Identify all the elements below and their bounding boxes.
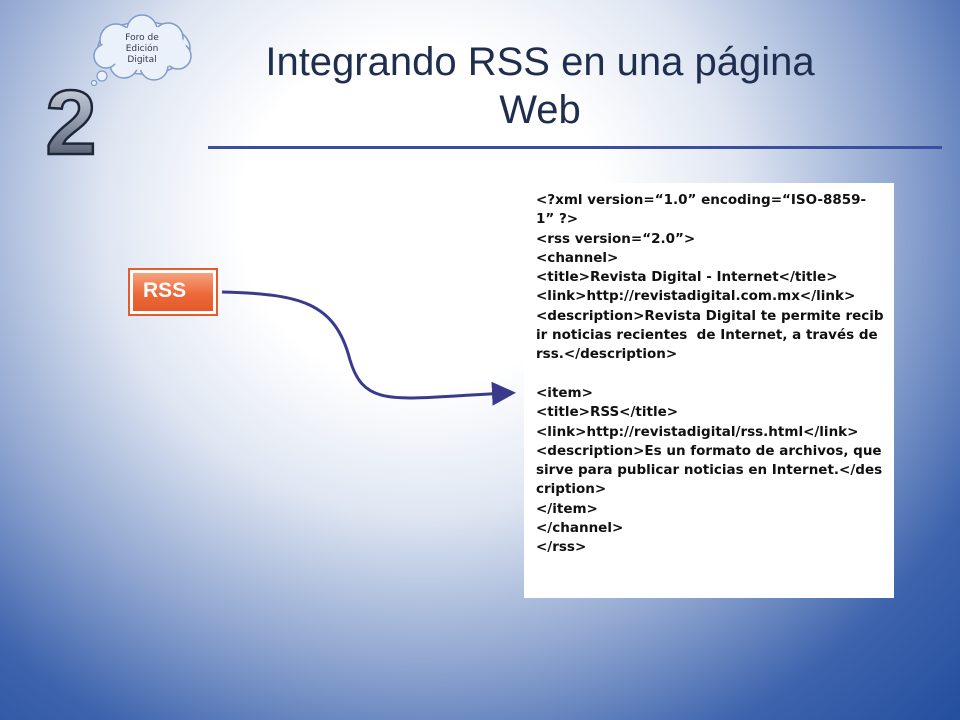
- code-line: <description>Revista Digital te permite …: [536, 307, 884, 363]
- code-line: <link>http://revistadigital.com.mx</link…: [536, 288, 856, 305]
- code-line: </channel>: [536, 520, 624, 537]
- number-two-graphic: 2: [44, 82, 98, 162]
- code-line: <rss version=“2.0”>: [536, 230, 696, 247]
- code-line: </rss>: [536, 539, 587, 556]
- code-line: [536, 365, 884, 384]
- rss-code-panel: <?xml version=“1.0” encoding=“ISO-8859-1…: [524, 183, 894, 598]
- code-line: <?xml version=“1.0” encoding=“ISO-8859-1…: [536, 192, 867, 228]
- code-line: <channel>: [536, 249, 619, 266]
- rss-button[interactable]: RSS: [128, 268, 218, 316]
- badge-line-3: Digital: [127, 55, 157, 65]
- code-line: <link>http://revistadigital/rss.html</li…: [536, 423, 859, 440]
- code-line: <title>Revista Digital - Internet</title…: [536, 269, 838, 286]
- code-line: <item>: [536, 384, 593, 401]
- title-underline: [208, 146, 942, 149]
- page-title: Integrando RSS en una página Web: [200, 38, 880, 134]
- forum-badge-text: Foro de Edición Digital: [98, 33, 186, 66]
- title-line-1: Integrando RSS en una página: [265, 40, 815, 84]
- svg-text:2: 2: [45, 82, 96, 162]
- rss-button-label: RSS: [133, 273, 213, 311]
- badge-line-2: Edición: [125, 44, 159, 54]
- thought-cloud-icon: [90, 14, 192, 86]
- code-line: <title>RSS</title>: [536, 404, 679, 421]
- title-line-2: Web: [499, 88, 581, 132]
- badge-line-1: Foro de: [125, 33, 159, 43]
- code-line: </item>: [536, 500, 598, 517]
- code-line: <description>Es un formato de archivos, …: [536, 442, 887, 498]
